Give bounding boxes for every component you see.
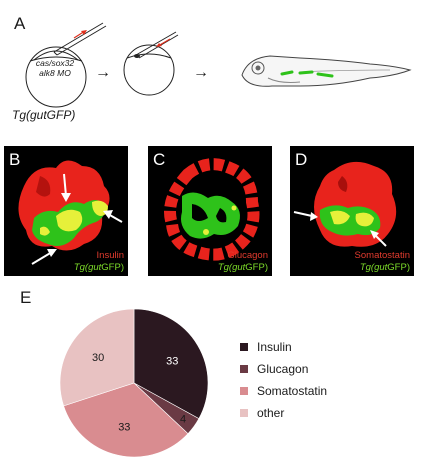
panel-d-letter: D <box>295 150 308 169</box>
panel-b-marker-label: Insulin <box>96 250 124 261</box>
legend-swatch-other <box>240 409 248 417</box>
pie-slice-other <box>59 308 135 407</box>
panel-d-reporter-prefix: Tg( <box>359 262 375 273</box>
panel-b-reporter-suffix: GFP) <box>101 262 124 273</box>
step-arrow-1: → <box>95 64 111 81</box>
panel-c-reporter-prefix: Tg( <box>217 262 233 273</box>
embryo-1-injection <box>25 22 107 108</box>
panel-c-reporter-label: Tg(gutGFP) <box>218 262 268 273</box>
legend-item-other: other <box>240 406 284 420</box>
transgenic-line-label: Tg(gutGFP) <box>12 108 76 122</box>
pie-data-label-insulin: 33 <box>166 355 178 367</box>
panel-b-letter: B <box>9 150 21 169</box>
legend-label-other: other <box>257 406 285 420</box>
panel-d-reporter-suffix: GFP) <box>387 262 410 273</box>
panel-c-letter: C <box>153 150 166 169</box>
panel-c-reporter-suffix: GFP) <box>245 262 268 273</box>
legend-item-somatostatin: Somatostatin <box>240 384 327 398</box>
panel-e-letter: E <box>20 288 32 307</box>
larva-drawing <box>241 55 412 87</box>
pie-chart: 33 4 33 30 <box>59 308 209 458</box>
panel-c-marker-label: Glucagon <box>227 250 268 261</box>
step-arrow-2: → <box>193 64 209 81</box>
micrograph-insulin: B Insulin Tg(gutGFP) <box>4 146 128 276</box>
injection-schematic <box>25 22 412 108</box>
micrograph-glucagon-image <box>164 158 260 261</box>
panel-c-reporter-italic: gut <box>232 262 246 273</box>
embryo-text-line-2: alk8 MO <box>39 68 71 78</box>
pie-data-label-somatostatin: 33 <box>118 421 130 433</box>
panel-d-reporter-label: Tg(gutGFP) <box>360 262 410 273</box>
pie-data-label-glucagon: 4 <box>180 414 186 426</box>
micrograph-somatostatin: D Somatostatin Tg(gutGFP) <box>290 146 414 276</box>
legend-item-insulin: Insulin <box>240 340 292 354</box>
embryo-morpholino-label: cas/sox32 alk8 MO <box>28 58 82 78</box>
panel-b-reporter-label: Tg(gutGFP) <box>74 262 124 273</box>
panel-b-reporter-prefix: Tg( <box>73 262 89 273</box>
pie-slice-insulin <box>133 308 209 420</box>
embryo-text-line-1: cas/sox32 <box>35 58 75 68</box>
panel-d-reporter-italic: gut <box>374 262 388 273</box>
legend-label-glucagon: Glucagon <box>257 362 309 376</box>
micrograph-insulin-image <box>18 160 123 265</box>
embryo-2-injection <box>123 31 179 96</box>
legend-label-somatostatin: Somatostatin <box>257 384 328 398</box>
legend-item-glucagon: Glucagon <box>240 362 308 376</box>
legend-swatch-insulin <box>240 343 248 351</box>
panel-d-marker-label: Somatostatin <box>354 250 410 261</box>
legend-swatch-somatostatin <box>240 387 248 395</box>
panel-b-reporter-italic: gut <box>88 262 102 273</box>
pie-slice-somatostatin <box>63 382 189 458</box>
micrograph-somatostatin-image <box>293 161 397 247</box>
panel-a-letter: A <box>14 14 26 33</box>
pie-data-label-other: 30 <box>92 352 104 364</box>
micrograph-glucagon: C Glucagon Tg(gutGFP) <box>148 146 272 276</box>
legend-swatch-glucagon <box>240 365 248 373</box>
legend-label-insulin: Insulin <box>257 340 292 354</box>
